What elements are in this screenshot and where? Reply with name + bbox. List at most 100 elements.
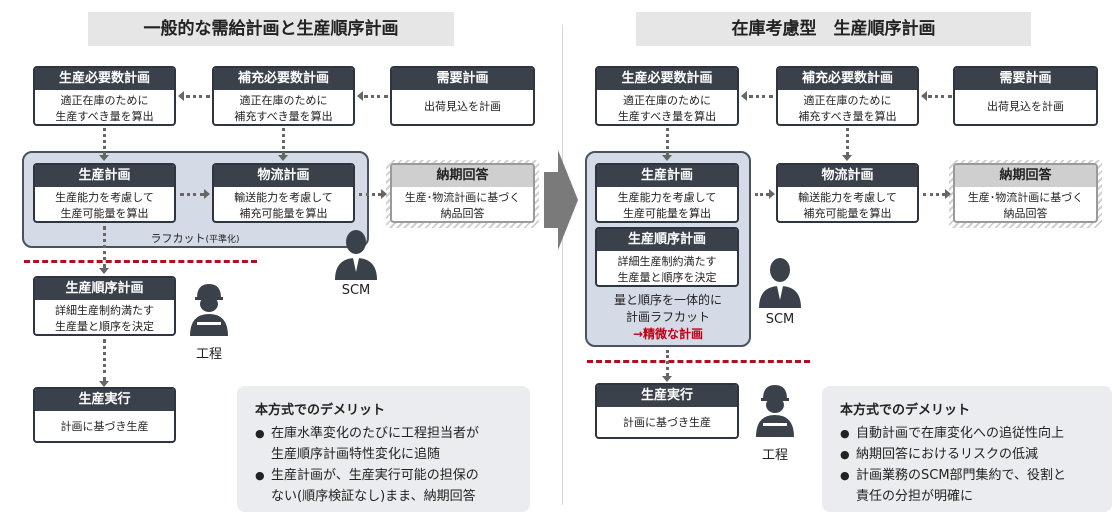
left-title: 一般的な需給計画と生産順序計画 — [88, 12, 454, 46]
arrow-down-icon — [99, 268, 109, 274]
arrow-down-icon — [662, 376, 672, 382]
right-exec-box: 生産実行 計画に基づき生産 — [595, 383, 739, 439]
arrow-right-icon — [204, 189, 210, 199]
box-line: 詳細生産制約満たす — [617, 255, 717, 268]
right-logi-plan-box: 物流計画 輸送能力を考慮して補充可能量を算出 — [776, 163, 919, 223]
box-line: 生産可能量を算出 — [60, 207, 149, 220]
right-demand-box: 需要計画 出荷見込を計画 — [953, 66, 1098, 126]
left-seq-plan-box: 生産順序計画 詳細生産制約満たす生産量と順序を決定 — [33, 276, 176, 336]
box-title: 補充必要数計画 — [214, 68, 353, 90]
left-delivery-box: 納期回答 生産･物流計画に基づく納品回答 — [390, 163, 535, 223]
left-logi-plan-box: 物流計画 輸送能力を考慮して補充可能量を算出 — [212, 163, 355, 223]
arrow-left-icon — [921, 91, 927, 101]
box-line: 生産能力を考慮して — [55, 191, 154, 204]
note-item: 納期回答におけるリスクの低減 — [840, 444, 1098, 465]
box-title: 補充必要数計画 — [778, 68, 917, 90]
right-seq-plan-box: 生産順序計画 詳細生産制約満たす生産量と順序を決定 — [595, 227, 739, 287]
arrow-down-icon — [99, 155, 109, 161]
box-line: 適正在庫のために — [239, 94, 328, 107]
arrow-down-icon — [278, 155, 288, 161]
note-item: 自動計画で在庫変化への追従性向上 — [840, 423, 1098, 444]
box-line: 納品回答 — [1003, 207, 1048, 220]
right-prod-plan-box: 生産計画 生産能力を考慮して生産可能量を算出 — [595, 163, 739, 223]
box-line: 生産能力を考慮して — [617, 191, 717, 204]
left-note: 本方式でのデメリット 在庫水準変化のたびに工程担当者が生産順序計画特性変化に追随… — [237, 386, 530, 512]
right-note: 本方式でのデメリット 自動計画で在庫変化への追従性向上 納期回答におけるリスクの… — [822, 386, 1112, 512]
right-scm-label: SCM — [765, 312, 795, 327]
box-title: 需要計画 — [392, 68, 533, 90]
left-prod-req-box: 生産必要数計画 適正在庫のために生産すべき量を算出 — [33, 66, 176, 126]
right-prod-req-box: 生産必要数計画 適正在庫のために生産すべき量を算出 — [595, 66, 739, 126]
box-line: 計画に基づき生産 — [623, 416, 711, 429]
left-scm-label: SCM — [341, 283, 371, 298]
box-line: 適正在庫のために — [60, 94, 149, 107]
box-title: 生産必要数計画 — [35, 68, 174, 90]
box-line: 詳細生産制約満たす — [55, 304, 154, 317]
person-worker-icon — [756, 385, 794, 437]
big-right-arrow-icon — [544, 150, 578, 250]
box-line: 補充すべき量を算出 — [798, 110, 897, 123]
right-koutei-label: 工程 — [761, 448, 788, 463]
right-boundary-line — [587, 360, 810, 363]
box-line: 輸送能力を考慮して — [234, 191, 333, 204]
box-title: 生産実行 — [35, 389, 174, 411]
person-scm-icon — [335, 230, 377, 280]
box-line: 生産すべき量を算出 — [617, 110, 717, 123]
arrow-down-icon — [842, 155, 852, 161]
left-boundary-line — [24, 260, 257, 263]
right-repl-req-box: 補充必要数計画 適正在庫のために補充すべき量を算出 — [776, 66, 919, 126]
right-title: 在庫考慮型 生産順序計画 — [636, 12, 1031, 46]
note-heading: 本方式でのデメリット — [840, 403, 971, 418]
left-repl-req-box: 補充必要数計画 適正在庫のために補充すべき量を算出 — [212, 66, 355, 126]
box-line: 納品回答 — [440, 207, 485, 220]
box-line: 計画に基づき生産 — [60, 420, 149, 433]
box-line: 出荷見込を計画 — [987, 100, 1064, 113]
left-prod-plan-box: 生産計画 生産能力を考慮して生産可能量を算出 — [33, 163, 176, 223]
box-title: 生産計画 — [597, 165, 737, 187]
box-line: 生産量と順序を決定 — [617, 271, 717, 284]
box-line: 適正在庫のために — [623, 94, 711, 107]
box-line: 輸送能力を考慮して — [798, 191, 897, 204]
box-title: 生産実行 — [597, 385, 737, 407]
arrow-left-icon — [357, 91, 363, 101]
arrow-right-icon — [769, 189, 775, 199]
left-exec-box: 生産実行 計画に基づき生産 — [33, 387, 176, 443]
box-line: 補充すべき量を算出 — [234, 110, 333, 123]
right-group-caption: 量と順序を一体的に 計画ラフカット →精微な計画 — [613, 293, 722, 341]
box-line: 生産･物流計画に基づく — [967, 191, 1084, 204]
box-line: 補充可能量を算出 — [803, 207, 892, 220]
box-title: 生産順序計画 — [597, 229, 737, 251]
left-koutei-label: 工程 — [195, 347, 222, 362]
box-title: 納期回答 — [392, 165, 533, 187]
panel-divider — [562, 25, 563, 505]
box-title: 需要計画 — [955, 68, 1096, 90]
box-line: 生産量と順序を決定 — [55, 320, 154, 333]
arrow-left-icon — [741, 91, 747, 101]
arrow-right-icon — [945, 189, 951, 199]
arrow-down-icon — [662, 155, 672, 161]
box-line: 出荷見込を計画 — [424, 100, 501, 113]
person-worker-icon — [190, 284, 228, 336]
box-title: 納期回答 — [955, 165, 1096, 187]
box-title: 生産計画 — [35, 165, 174, 187]
person-scm-icon — [759, 258, 801, 308]
note-heading: 本方式でのデメリット — [255, 403, 386, 418]
box-title: 生産順序計画 — [35, 278, 174, 300]
box-title: 物流計画 — [214, 165, 353, 187]
box-line: 生産･物流計画に基づく — [404, 191, 521, 204]
arrow-down-icon — [99, 381, 109, 387]
box-line: 生産すべき量を算出 — [55, 110, 154, 123]
box-line: 補充可能量を算出 — [239, 207, 328, 220]
left-roughcut-label: ラフカット(平準化) — [150, 232, 240, 245]
left-demand-box: 需要計画 出荷見込を計画 — [390, 66, 535, 126]
box-title: 物流計画 — [778, 165, 917, 187]
arrow-right-icon — [381, 189, 387, 199]
box-line: 適正在庫のために — [803, 94, 892, 107]
box-title: 生産必要数計画 — [597, 68, 737, 90]
right-delivery-box: 納期回答 生産･物流計画に基づく納品回答 — [953, 163, 1098, 223]
box-line: 生産可能量を算出 — [623, 207, 711, 220]
arrow-left-icon — [178, 91, 184, 101]
